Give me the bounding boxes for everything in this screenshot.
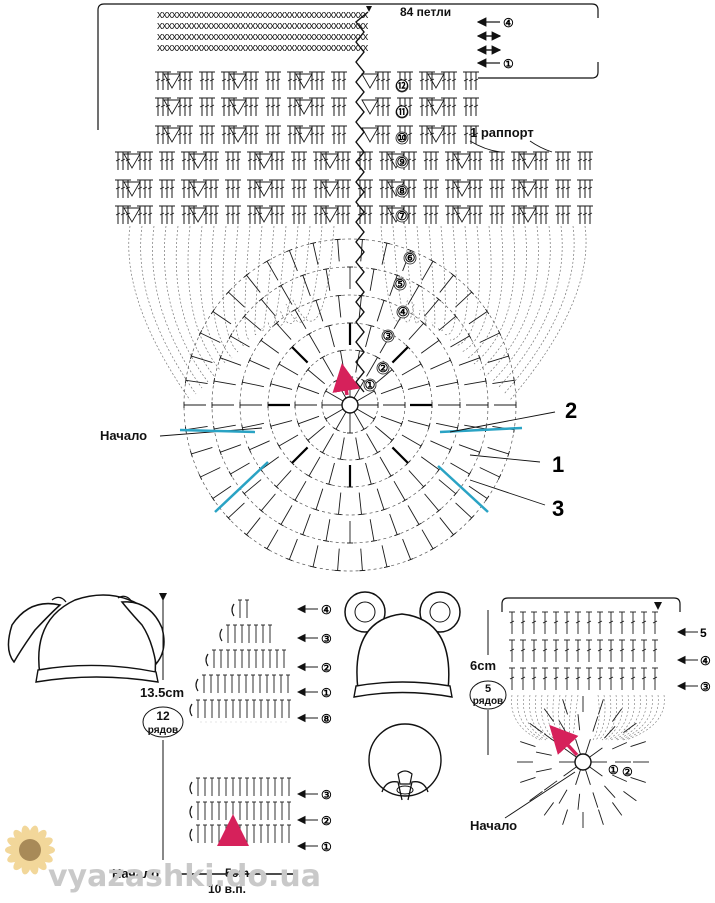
right-start-arrow-icon: [554, 730, 577, 755]
ear-row-label: ④: [321, 603, 332, 617]
ear-row-label: ③: [321, 788, 332, 802]
right-row-label: ④: [700, 654, 711, 668]
repeat-pointer-2: [530, 141, 552, 152]
band-row-label: ⑧: [397, 184, 408, 198]
start-arrow-icon: [343, 370, 347, 395]
top-row-label: ④: [503, 16, 514, 30]
top-chart: 84 петли xxxxxxxxxxxxxxxxxxxxxxxxxxxxxxx…: [98, 4, 598, 571]
sc-row-text: xxxxxxxxxxxxxxxxxxxxxxxxxxxxxxxxxxxxxxxx…: [157, 42, 369, 54]
band-row-label: ⑨: [397, 155, 408, 169]
bunny-hat-illustration: [8, 595, 164, 682]
top-row-arrows: ④①: [478, 16, 514, 71]
circle-row-label: ①: [365, 378, 376, 392]
right-center-ring: [575, 754, 591, 770]
single-crochet-rows: xxxxxxxxxxxxxxxxxxxxxxxxxxxxxxxxxxxxxxxx…: [157, 9, 369, 54]
curved-connectors: [129, 226, 586, 400]
start-label-top: Начало: [100, 428, 147, 443]
ear-row-label: ⑧: [321, 712, 332, 726]
right-rows-num: 5: [485, 683, 491, 695]
right-circle-row-1: ①: [608, 763, 619, 777]
repeat-label: 1 раппорт: [470, 125, 534, 140]
band-row-label: ⑦: [397, 209, 408, 223]
repeat-pointer: [470, 141, 500, 152]
marker-line-2: [215, 462, 268, 512]
right-height-label: 6cm: [470, 658, 496, 673]
right-start-label: Начало: [470, 818, 517, 833]
top-bracket-end: [478, 62, 598, 78]
ear-height-label: 13.5cm: [140, 685, 184, 700]
ear-rows-word: рядов: [148, 725, 178, 736]
band-row-label: ⑫: [396, 78, 408, 93]
ear-row-label: ②: [321, 814, 332, 828]
ear-row-label: ②: [321, 661, 332, 675]
stitch-count: 84 петли: [400, 5, 451, 19]
ear-stitch-grid: [190, 600, 291, 843]
callout-1: 1: [552, 452, 564, 477]
marker-line-1: [180, 430, 255, 432]
circle-row-label: ②: [378, 361, 389, 375]
mouse-hat-illustration: [345, 592, 460, 697]
pacifier-illustration: [369, 724, 441, 800]
ear-row-labels: ④ ③ ② ① ⑧ ③ ② ①: [298, 603, 332, 854]
seam-zigzag: [356, 12, 368, 392]
stitch-band: ⑫ ⑪ ⑩ ⑨ ⑧ ⑦: [115, 72, 593, 224]
ear-row-label: ①: [321, 840, 332, 854]
right-stitch-grid: [509, 612, 664, 740]
callout-3: 3: [552, 496, 564, 521]
right-bracket: [502, 598, 680, 612]
ear-row-label: ③: [321, 632, 332, 646]
circle-row-label: ④: [398, 305, 409, 319]
callout-pointer-1: [470, 455, 540, 462]
right-rows-word: рядов: [473, 696, 503, 707]
right-circle-row-2: ②: [622, 765, 633, 779]
right-start-pointer: [505, 772, 575, 818]
callout-2: 2: [565, 398, 577, 423]
callout-pointer-3: [470, 480, 545, 505]
watermark-text: vyazashki.do.ua: [48, 859, 321, 894]
right-start-triangle-icon: [654, 602, 662, 610]
band-row-label: ⑩: [397, 131, 408, 145]
band-row-label: ⑪: [396, 104, 408, 119]
right-row-label: ③: [700, 680, 711, 694]
marker-line-4: [438, 466, 488, 512]
ear-row-label: ①: [321, 686, 332, 700]
circle-row-label: ⑥: [405, 251, 416, 265]
top-row-label: ①: [503, 57, 514, 71]
ear-rows-num: 12: [156, 709, 170, 723]
center-ring: [342, 397, 358, 413]
mouse-ear-chart: 6cm 5 рядов 5 ④ ③ ① ② Начало: [470, 598, 711, 833]
right-row-labels: 5 ④ ③: [678, 626, 711, 694]
right-row-label: 5: [700, 626, 707, 640]
circle-row-label: ⑤: [395, 277, 406, 291]
circle-row-label: ③: [383, 329, 394, 343]
